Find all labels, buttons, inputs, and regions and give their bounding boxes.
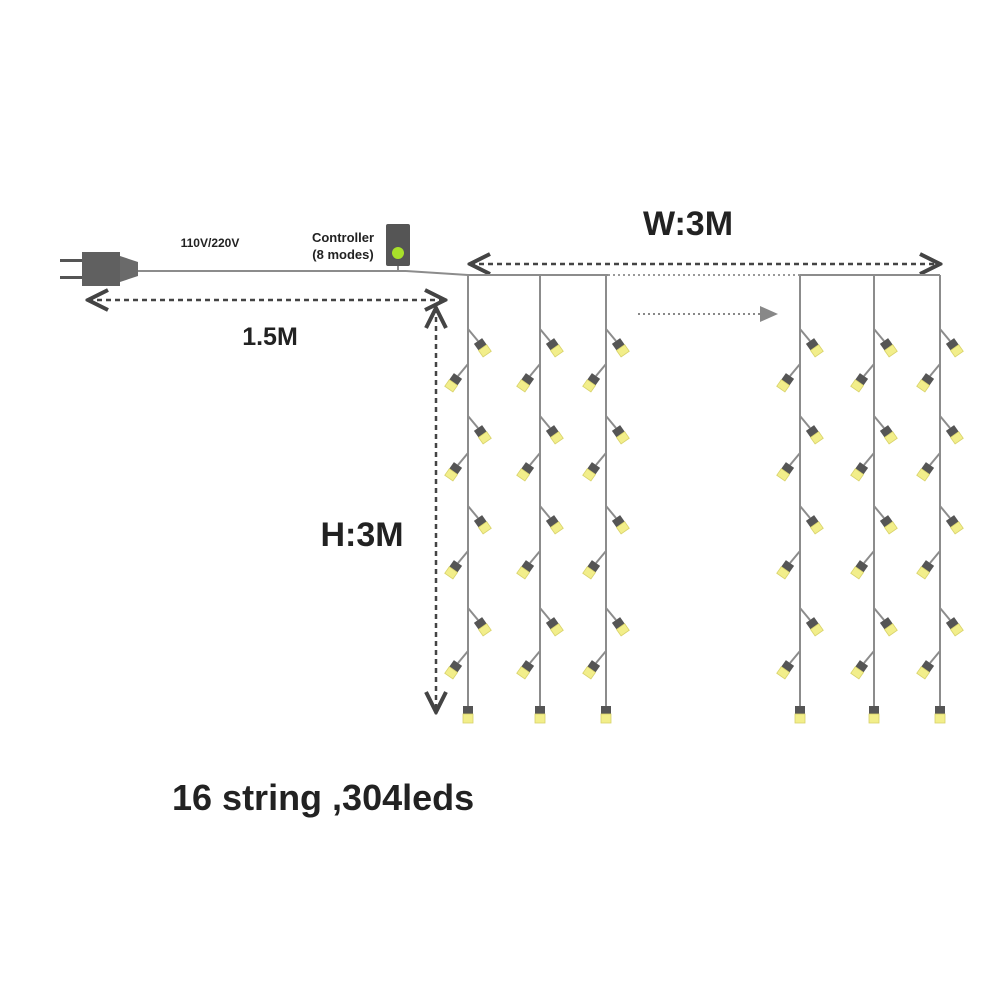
led-string — [516, 275, 564, 724]
led-bulb-icon — [776, 363, 801, 393]
led-bulb-icon — [799, 415, 824, 445]
led-bulb-icon — [799, 607, 824, 637]
led-bulb-icon — [444, 452, 469, 482]
led-bulb-icon — [539, 607, 564, 637]
led-bulb-icon — [850, 363, 875, 393]
led-bulb-icon — [605, 607, 630, 637]
led-string — [776, 275, 824, 724]
led-bulb-icon — [516, 550, 541, 580]
led-bulb-icon — [582, 452, 607, 482]
led-bulb-icon — [799, 328, 824, 358]
led-bulb-icon — [539, 328, 564, 358]
led-bulb-icon — [873, 505, 898, 535]
led-bulb-icon — [444, 650, 469, 680]
led-bulb-icon — [776, 550, 801, 580]
led-bulb-icon — [539, 415, 564, 445]
led-bulb-icon — [873, 328, 898, 358]
led-bulb-icon — [539, 505, 564, 535]
led-bulb-icon — [582, 363, 607, 393]
arrow-right-icon — [638, 306, 778, 322]
led-bulb-icon — [939, 505, 964, 535]
controller-to-curtain-cable — [405, 270, 469, 276]
controller-indicator-light — [392, 247, 404, 259]
controller-modes: (8 modes) — [312, 247, 373, 262]
led-bulb-icon — [873, 607, 898, 637]
led-bulb-icon — [868, 706, 880, 724]
led-strings — [444, 275, 964, 724]
led-string — [850, 275, 898, 724]
led-bulb-icon — [939, 607, 964, 637]
led-bulb-icon — [467, 607, 492, 637]
height-label: H:3M — [320, 516, 403, 554]
led-string — [582, 275, 630, 724]
led-bulb-icon — [916, 452, 941, 482]
led-bulb-icon — [776, 452, 801, 482]
led-bulb-icon — [916, 550, 941, 580]
led-string — [916, 275, 964, 724]
led-string — [444, 275, 492, 724]
led-bulb-icon — [467, 328, 492, 358]
led-bulb-icon — [467, 505, 492, 535]
led-bulb-icon — [444, 363, 469, 393]
led-bulb-icon — [799, 505, 824, 535]
led-bulb-icon — [794, 706, 806, 724]
caption: 16 string ,304leds — [172, 777, 474, 818]
voltage-label: 110V/220V — [181, 236, 240, 250]
led-bulb-icon — [444, 550, 469, 580]
led-bulb-icon — [600, 706, 612, 724]
led-bulb-icon — [516, 650, 541, 680]
led-bulb-icon — [516, 363, 541, 393]
width-label: W:3M — [643, 205, 733, 243]
led-bulb-icon — [534, 706, 546, 724]
led-bulb-icon — [462, 706, 474, 724]
led-bulb-icon — [516, 452, 541, 482]
led-bulb-icon — [850, 650, 875, 680]
led-bulb-icon — [850, 550, 875, 580]
led-bulb-icon — [776, 650, 801, 680]
led-bulb-icon — [582, 550, 607, 580]
led-bulb-icon — [873, 415, 898, 445]
led-bulb-icon — [916, 363, 941, 393]
cable-length-label: 1.5M — [242, 323, 298, 351]
led-bulb-icon — [939, 415, 964, 445]
led-bulb-icon — [934, 706, 946, 724]
plug-icon — [60, 252, 138, 286]
led-bulb-icon — [605, 505, 630, 535]
led-bulb-icon — [916, 650, 941, 680]
led-bulb-icon — [939, 328, 964, 358]
controller-icon — [386, 224, 410, 266]
led-bulb-icon — [850, 452, 875, 482]
led-bulb-icon — [582, 650, 607, 680]
led-bulb-icon — [605, 328, 630, 358]
led-bulb-icon — [605, 415, 630, 445]
led-bulb-icon — [467, 415, 492, 445]
controller-title: Controller — [312, 230, 374, 245]
